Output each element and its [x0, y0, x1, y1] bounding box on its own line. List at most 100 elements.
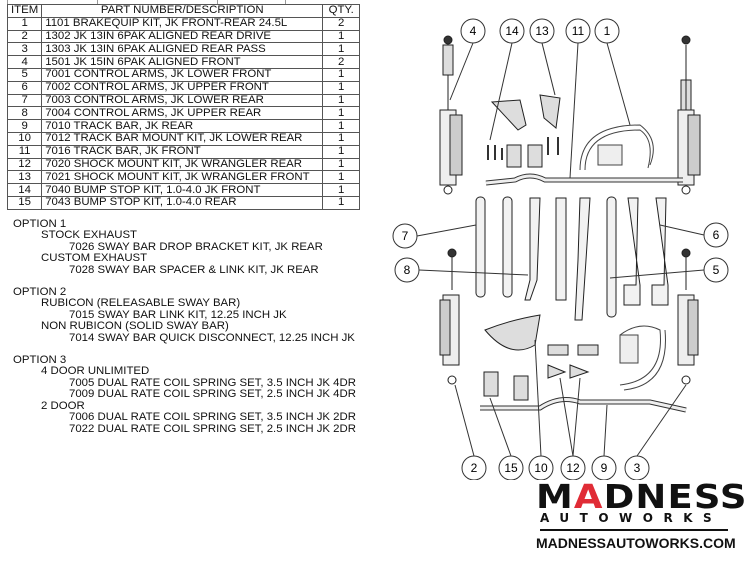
cell-item: 13: [6, 170, 43, 185]
callout-circle: [560, 455, 586, 480]
option-heading: OPTION 2: [13, 286, 67, 299]
cell-qty: 1: [322, 42, 361, 57]
option-part: 7014 SWAY BAR QUICK DISCONNECT, 12.25 IN…: [69, 331, 355, 344]
option-variant: STOCK EXHAUST: [41, 229, 137, 242]
cell-item: 6: [6, 80, 43, 95]
cell-qty: 1: [322, 195, 361, 210]
rear-shock-left: [439, 248, 460, 385]
cell-item: 9: [6, 119, 43, 133]
callout-number: 3: [634, 461, 641, 475]
callout-circle: [498, 455, 524, 480]
callout-number: 5: [713, 263, 720, 277]
callout-circle: [394, 257, 420, 283]
drawing-border: [285, 0, 286, 4]
cell-qty: 1: [322, 93, 361, 108]
option-heading: OPTION 1: [13, 218, 67, 230]
callout-circle: [529, 18, 555, 44]
cell-description: 7004 CONTROL ARMS, JK UPPER REAR: [41, 106, 324, 121]
option-part: 7009 DUAL RATE COIL SPRING SET, 2.5 INCH…: [69, 388, 356, 401]
cell-qty: 1: [322, 29, 361, 44]
cell-qty: 2: [322, 55, 361, 69]
option-variant: NON RUBICON (SOLID SWAY BAR): [41, 320, 229, 333]
cell-description: 1501 JK 15IN 6PAK ALIGNED FRONT: [41, 55, 324, 69]
bump-stops: [483, 94, 599, 401]
header-qty: QTY.: [322, 4, 361, 18]
callout-number: 11: [572, 24, 585, 38]
cell-qty: 2: [322, 16, 361, 31]
cell-item: 15: [6, 195, 43, 210]
callout-circle: [460, 18, 486, 44]
callout-number: 6: [713, 228, 720, 242]
callout-circle: [528, 455, 554, 480]
cell-qty: 1: [322, 183, 361, 197]
option-part: 7005 DUAL RATE COIL SPRING SET, 3.5 INCH…: [69, 376, 356, 389]
logo-wordmark: MADNESS: [536, 480, 750, 513]
callout-balloon: 2: [461, 455, 487, 480]
header-description: PART NUMBER/DESCRIPTION: [41, 4, 324, 18]
control-arms: [475, 196, 669, 321]
cell-qty: 1: [322, 106, 361, 121]
cell-item: 4: [6, 55, 43, 69]
logo-letters: DNESS: [603, 477, 748, 516]
front-shock-left: [439, 35, 463, 195]
option-variant: RUBICON (RELEASABLE SWAY BAR): [41, 297, 241, 310]
option-heading: OPTION 3: [13, 354, 67, 367]
leader-lines: [416, 42, 705, 457]
callout-balloon: 12: [560, 455, 586, 480]
cell-qty: 1: [322, 67, 361, 82]
option-part: 7022 DUAL RATE COIL SPRING SET, 2.5 INCH…: [69, 422, 356, 435]
cell-description: 7016 TRACK BAR, JK FRONT: [41, 144, 324, 159]
callout-balloon: 11: [565, 18, 591, 44]
cell-description: 1101 BRAKEQUIP KIT, JK FRONT-REAR 24.5L: [41, 16, 324, 31]
logo-subtitle: AUTOWORKS: [540, 511, 723, 525]
cell-item: 11: [6, 144, 43, 159]
callout-balloon: 1: [594, 18, 620, 44]
drawing-border: [217, 0, 218, 4]
option-part: 7006 DUAL RATE COIL SPRING SET, 3.5 INCH…: [69, 411, 356, 424]
callout-number: 9: [601, 461, 608, 475]
callout-balloon: 10: [528, 455, 554, 480]
callout-circle: [461, 455, 487, 480]
rear-shock-right: [677, 248, 699, 385]
website-url[interactable]: MADNESSAUTOWORKS.COM: [536, 535, 736, 551]
cell-item: 2: [6, 29, 43, 44]
callout-circle: [565, 18, 591, 44]
callout-number: 8: [404, 263, 411, 277]
callout-number: 1: [604, 24, 611, 38]
brake-lines: [579, 124, 666, 391]
header-item: ITEM: [6, 4, 43, 18]
drawing-border: [97, 0, 98, 4]
callout-number: 2: [471, 461, 478, 475]
option-part: 7015 SWAY BAR LINK KIT, 12.25 INCH JK: [69, 308, 287, 321]
cell-description: 7040 BUMP STOP KIT, 1.0-4.0 JK FRONT: [41, 183, 324, 197]
callout-circle: [392, 223, 418, 249]
option-variant: CUSTOM EXHAUST: [41, 252, 148, 265]
cell-qty: 1: [322, 80, 361, 95]
cell-item: 3: [6, 42, 43, 57]
cell-qty: 1: [322, 144, 361, 159]
callout-circle: [499, 18, 525, 44]
cell-description: 7021 SHOCK MOUNT KIT, JK WRANGLER FRONT: [41, 170, 324, 185]
cell-description: 7043 BUMP STOP KIT, 1.0-4.0 REAR: [41, 195, 324, 210]
cell-description: 7012 TRACK BAR MOUNT KIT, JK LOWER REAR: [41, 131, 324, 146]
cell-qty: 1: [322, 119, 361, 133]
callout-number: 4: [470, 24, 477, 38]
callout-balloon: 5: [703, 257, 729, 283]
callout-balloon: 14: [499, 18, 525, 44]
logo-letter: M: [536, 477, 574, 516]
callout-balloon: 13: [529, 18, 555, 44]
table-header-row: ITEM PART NUMBER/DESCRIPTION QTY.: [6, 4, 361, 18]
